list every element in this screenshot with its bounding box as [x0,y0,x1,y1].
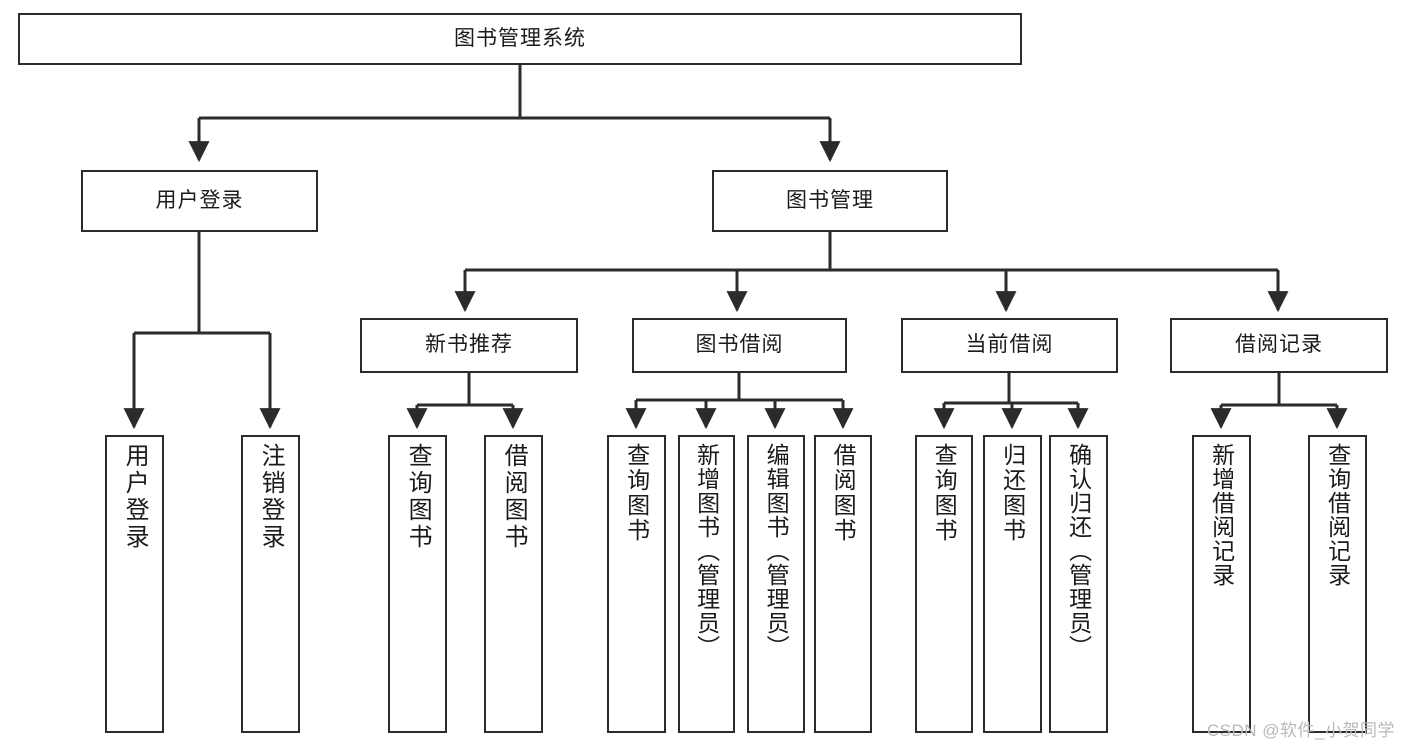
node-current-borrow[interactable]: 当前借阅 [901,318,1118,373]
node-label: 查询图书 [931,443,958,543]
leaf-confirm-return-admin[interactable]: 确认归还（管理员） [1049,435,1108,733]
node-label: 查询图书 [623,443,650,543]
node-label: 借阅图书 [500,443,528,551]
node-book-management[interactable]: 图书管理 [712,170,948,232]
leaf-add-borrow-record[interactable]: 新增借阅记录 [1192,435,1251,733]
leaf-logout-login[interactable]: 注销登录 [241,435,300,733]
node-label: 用户登录 [121,443,149,551]
node-label: 查询借阅记录 [1324,443,1351,587]
node-label: 新增图书（管理员） [693,443,720,659]
leaf-query-book-recommend[interactable]: 查询图书 [388,435,447,733]
csdn-watermark: CSDN @软件_小贺同学 [1206,721,1395,740]
node-label: 当前借阅 [965,333,1054,357]
node-user-login[interactable]: 用户登录 [81,170,318,232]
node-label: 用户登录 [155,188,244,212]
leaf-user-login[interactable]: 用户登录 [105,435,164,733]
node-label: 查询图书 [404,443,432,551]
node-label: 借阅记录 [1235,333,1323,357]
node-label: 借阅图书 [830,443,857,543]
node-label: 图书借阅 [695,333,784,357]
node-label: 图书管理 [786,188,874,212]
leaf-query-borrow-record[interactable]: 查询借阅记录 [1308,435,1367,733]
leaf-add-book-admin[interactable]: 新增图书（管理员） [678,435,735,733]
leaf-borrow-book-recommend[interactable]: 借阅图书 [484,435,543,733]
node-root-book-management-system[interactable]: 图书管理系统 [18,13,1022,65]
leaf-query-book-borrow[interactable]: 查询图书 [607,435,666,733]
node-label: 编辑图书（管理员） [763,443,790,659]
leaf-edit-book-admin[interactable]: 编辑图书（管理员） [747,435,805,733]
node-new-book-recommend[interactable]: 新书推荐 [360,318,578,373]
node-label: 图书管理系统 [454,26,586,50]
node-label: 注销登录 [257,443,285,551]
leaf-return-book[interactable]: 归还图书 [983,435,1042,733]
node-label: 归还图书 [999,443,1026,543]
node-label: 确认归还（管理员） [1065,443,1092,659]
node-label: 新书推荐 [425,333,513,357]
leaf-query-book-current[interactable]: 查询图书 [915,435,973,733]
leaf-borrow-book-borrow[interactable]: 借阅图书 [814,435,872,733]
node-borrow-record[interactable]: 借阅记录 [1170,318,1388,373]
node-label: 新增借阅记录 [1208,443,1235,587]
node-book-borrow[interactable]: 图书借阅 [632,318,847,373]
